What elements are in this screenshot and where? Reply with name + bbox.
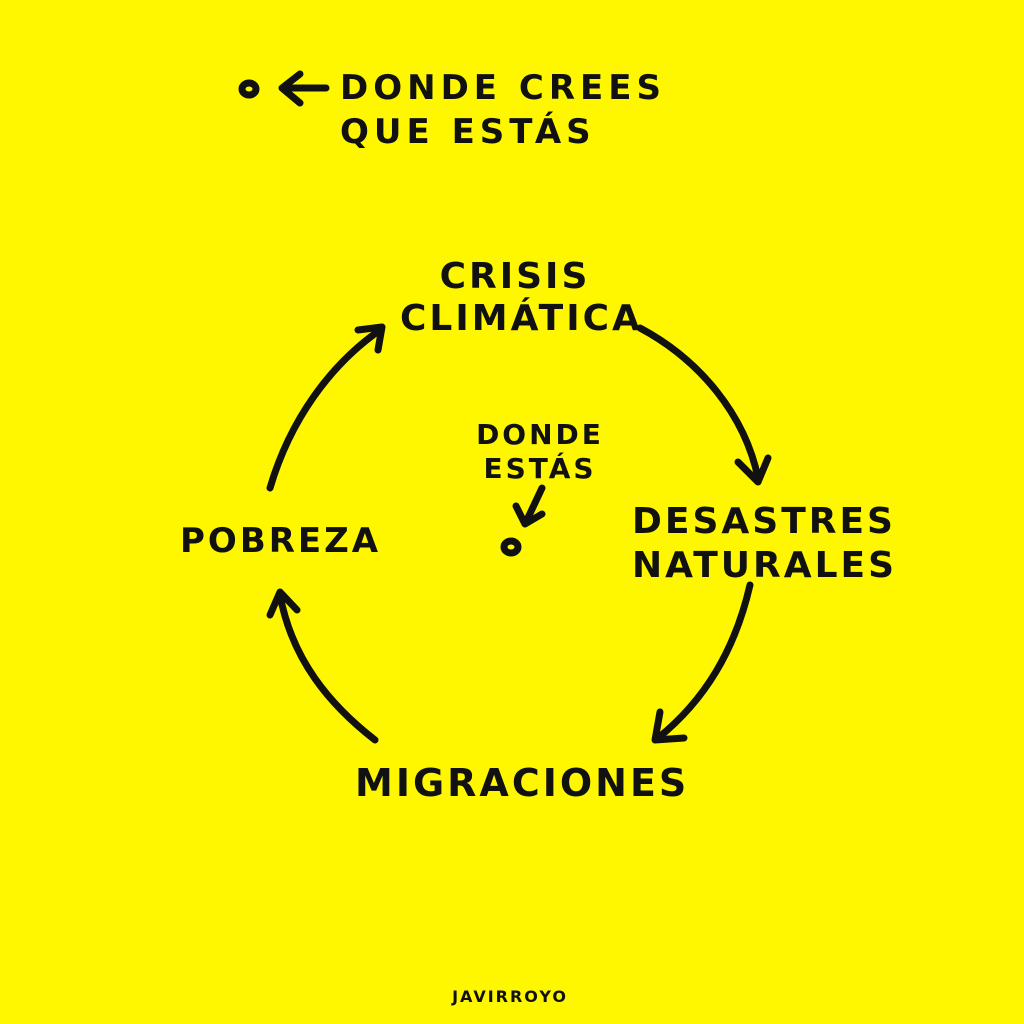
edge-pobreza-to-crisis-arrow [266, 323, 386, 492]
node-migraciones: MIGRACIONES [355, 761, 690, 806]
edge-migraciones-to-pobreza-arrow [266, 588, 379, 744]
legend-line: DONDE CREES [340, 68, 666, 108]
center-dot-marker-icon [500, 537, 522, 557]
node-line: CLIMÁTICA [400, 298, 643, 339]
node-line: MIGRACIONES [355, 761, 690, 805]
center-down-arrow-icon [512, 484, 546, 528]
node-desastres-naturales: DESASTRES NATURALES [632, 500, 898, 588]
legend-line: QUE ESTÁS [340, 112, 596, 152]
node-line: POBREZA [180, 521, 382, 561]
author-signature: JAVIRROYO [452, 987, 568, 1006]
node-crisis-climatica: CRISIS CLIMÁTICA [400, 256, 643, 340]
center-label: DONDE ESTÁS [470, 418, 610, 486]
center-line: DONDE [476, 418, 604, 451]
legend-left-arrow-icon [278, 70, 330, 107]
legend-dot-marker-icon [238, 79, 260, 99]
edge-desastres-to-migraciones-arrow [651, 581, 754, 744]
legend-label: DONDE CREES QUE ESTÁS [340, 66, 666, 154]
node-pobreza: POBREZA [180, 521, 382, 561]
node-line: NATURALES [632, 545, 898, 586]
node-line: DESASTRES [632, 501, 896, 542]
edge-crisis-to-desastres-arrow [636, 324, 772, 486]
node-line: CRISIS [439, 256, 591, 297]
center-line: ESTÁS [483, 452, 597, 485]
